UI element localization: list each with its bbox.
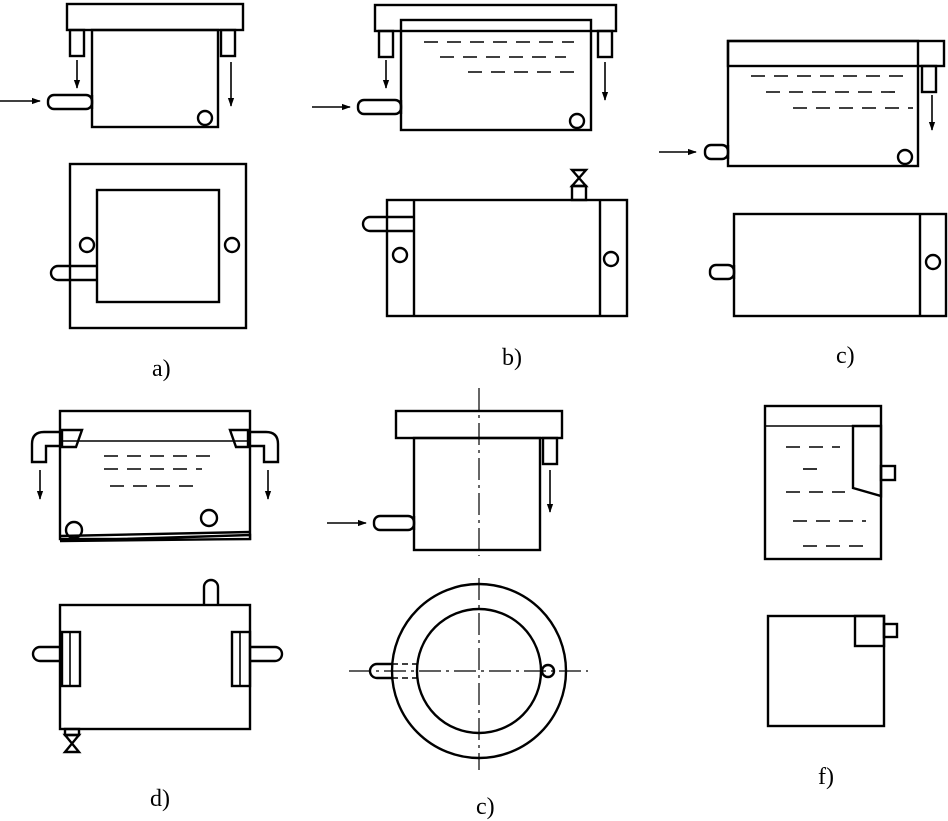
caption-d: d): [150, 786, 170, 812]
variant-b-top-view: [361, 168, 629, 318]
variant-d-top-view: [31, 578, 284, 754]
caption-f: f): [818, 764, 834, 790]
valve-icon: [569, 168, 589, 188]
caption-e: c): [476, 794, 495, 820]
variant-d-side-view: [30, 409, 280, 543]
variant-e-top-view: [349, 578, 588, 770]
variant-c-side-view: [659, 39, 946, 168]
caption-a: a): [152, 356, 171, 382]
caption-b: b): [502, 345, 522, 371]
variant-d: d): [30, 409, 284, 812]
variant-e: c): [327, 388, 588, 820]
variant-c-top-view: [708, 212, 948, 318]
variant-e-side-view: [327, 388, 564, 556]
variant-f-top-view: [766, 614, 899, 728]
valve-icon: [62, 733, 82, 754]
variant-f-side-view: [763, 404, 897, 561]
variant-b-side-view: [312, 3, 618, 132]
variant-a-top-view: [49, 162, 248, 330]
caption-c: c): [836, 343, 855, 369]
drain-hole-icon: [196, 109, 214, 127]
variant-a: a): [0, 2, 248, 382]
variant-b: b): [312, 3, 629, 371]
variant-a-side-view: [0, 2, 245, 129]
variant-c: c): [659, 39, 948, 369]
variant-f: f): [763, 404, 899, 790]
